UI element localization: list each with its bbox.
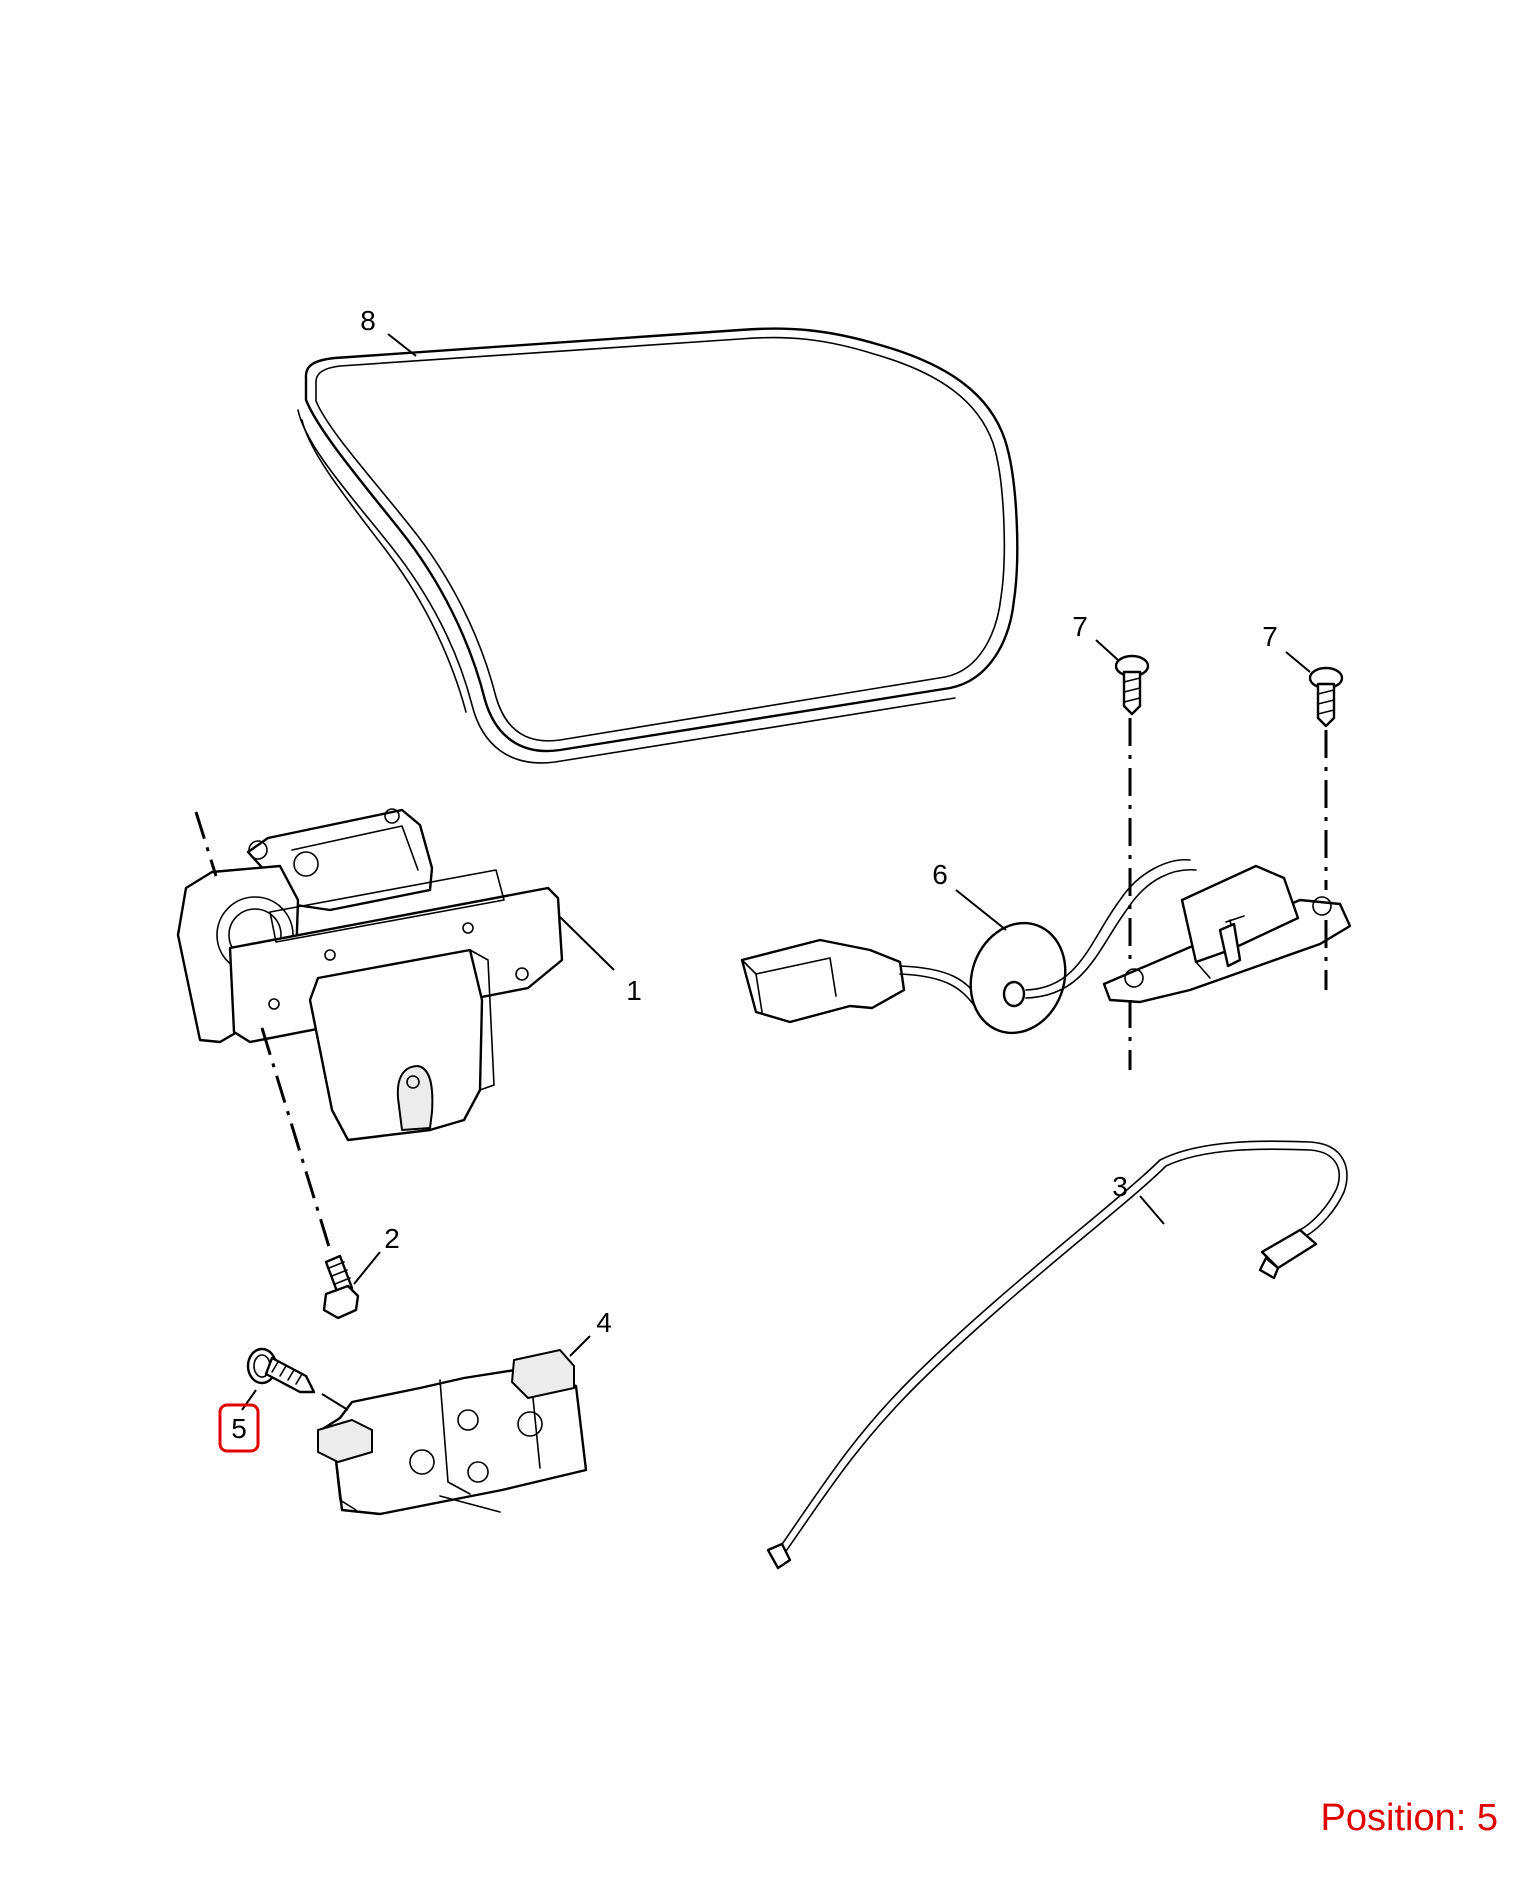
centerline-latch-top [194, 811, 218, 877]
callout-2[interactable]: 2 [384, 1223, 400, 1254]
callout-7a[interactable]: 7 [1072, 611, 1088, 642]
part-8-weatherstrip-seal[interactable] [297, 327, 1019, 764]
leader-5 [241, 1389, 257, 1411]
leader-1 [559, 916, 615, 971]
part-1-latch-assembly[interactable] [176, 808, 564, 1142]
callout-6[interactable]: 6 [932, 859, 948, 890]
part-3-release-cable[interactable] [766, 1140, 1348, 1570]
leader-7b [1285, 651, 1311, 673]
callout-1[interactable]: 1 [626, 975, 642, 1006]
leader-3 [1139, 1195, 1165, 1225]
callout-7b[interactable]: 7 [1262, 621, 1278, 652]
centerline-striker-screw [321, 1393, 349, 1411]
leader-6 [955, 889, 1007, 931]
leader-8 [387, 333, 417, 357]
callout-3[interactable]: 3 [1112, 1171, 1128, 1202]
part-4-striker[interactable] [316, 1349, 588, 1516]
part-5-striker-screw[interactable] [246, 1347, 316, 1394]
callout-5[interactable]: 5 [231, 1413, 247, 1444]
callout-5-highlight [218, 1403, 260, 1453]
centerline-latch-bolt [260, 1027, 332, 1251]
leader-4 [569, 1335, 591, 1357]
part-2-latch-bolt[interactable] [322, 1254, 360, 1320]
part-7-screw-right[interactable] [1308, 666, 1344, 728]
part-7-screw-left[interactable] [1114, 654, 1150, 716]
position-label: Position: 5 [1320, 1797, 1498, 1839]
part-6-latch-switch[interactable] [740, 859, 1352, 1047]
leader-7a [1095, 639, 1119, 661]
callout-4[interactable]: 4 [596, 1307, 612, 1338]
callout-8[interactable]: 8 [360, 305, 376, 336]
leader-2 [353, 1251, 381, 1285]
